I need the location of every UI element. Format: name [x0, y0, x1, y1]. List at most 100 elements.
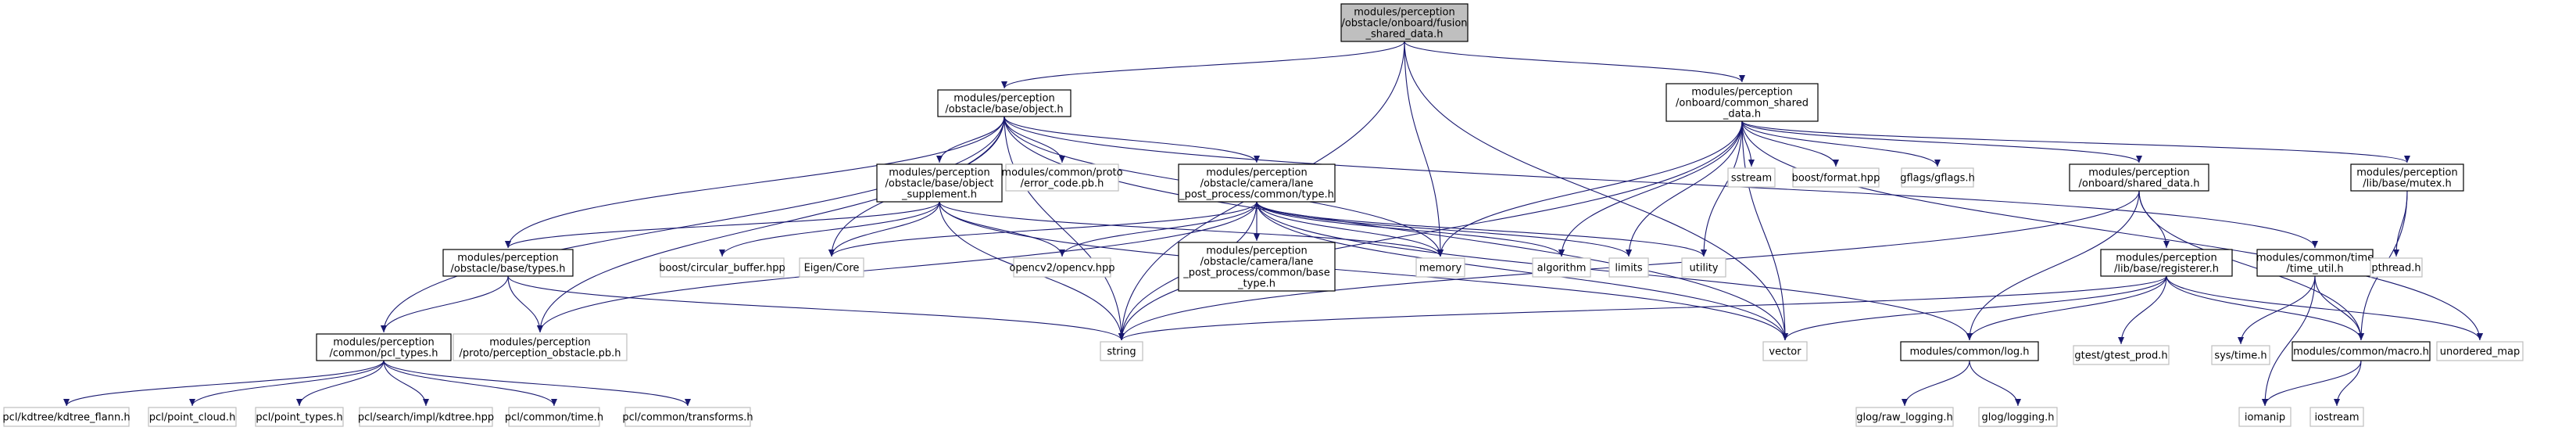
node-box [1792, 167, 1880, 188]
edge-log-to-raw-logging [1902, 360, 1970, 407]
node-box [1978, 407, 2058, 427]
node-error-code: modules/common/proto/error_code.pb.h [1001, 163, 1123, 192]
node-label: _post_process/common/base [1182, 267, 1329, 279]
node-search-kdtree: pcl/search/impl/kdtree.hpp [358, 407, 494, 427]
edge-pcl-types-to-pcl-time [383, 360, 557, 407]
node-object-supplement[interactable]: modules/perception/obstacle/base/object_… [876, 163, 1003, 203]
edge-common-shared-data-to-gflags [1741, 120, 1941, 167]
edge-time-util-to-sys-time [2238, 275, 2316, 345]
edge-common-shared-data-to-vector [1741, 120, 1788, 341]
node-label: modules/perception [1206, 246, 1307, 257]
edge-root-to-vector [1404, 41, 1788, 341]
node-registerer[interactable]: modules/perception/lib/base/registerer.h [2100, 249, 2233, 277]
node-mutex[interactable]: modules/perception/lib/base/mutex.h [2350, 163, 2464, 192]
node-eigen: Eigen/Core [799, 257, 864, 278]
node-label: /obstacle/base/object [886, 178, 994, 190]
node-label: /proto/perception_obstacle.pb.h [460, 348, 621, 360]
node-label: modules/common/time [2256, 253, 2374, 264]
node-label: sys/time.h [2214, 350, 2267, 362]
edge-lane-type-to-perception-obstacle-pb [537, 201, 1258, 333]
node-raw-logging: glog/raw_logging.h [1855, 407, 1954, 427]
node-lane-base-type[interactable]: modules/perception/obstacle/camera/lane_… [1178, 242, 1336, 292]
node-label: boost/format.hpp [1792, 173, 1880, 185]
node-label: algorithm [1537, 263, 1587, 275]
node-label: opencv2/opencv.hpp [1009, 263, 1114, 275]
node-box [624, 407, 751, 427]
node-pcl-types[interactable]: modules/perception/common/pcl_types.h [316, 333, 452, 361]
edge-object-supplement-to-base-types [505, 201, 940, 249]
node-label: modules/perception [489, 337, 590, 349]
edge-lane-type-to-eigen [828, 201, 1258, 257]
edge-base-types-to-perception-obstacle-pb [507, 275, 543, 333]
edge-common-shared-data-to-memory [1437, 120, 1743, 257]
edge-object-supplement-to-memory [939, 201, 1444, 257]
node-unordered-map: unordered_map [2436, 341, 2524, 361]
node-time-util[interactable]: modules/common/time/time_util.h [2256, 249, 2374, 277]
node-label: gflags/gflags.h [1900, 173, 1975, 185]
edge-lane-type-to-memory [1256, 201, 1444, 257]
node-base-types[interactable]: modules/perception/obstacle/base/types.h [442, 249, 574, 277]
edge-object-supplement-to-vector [939, 201, 1788, 341]
node-box [1340, 3, 1469, 42]
node-point-cloud: pcl/point_cloud.h [148, 407, 237, 427]
node-label: pcl/common/time.h [505, 412, 603, 424]
node-box [799, 257, 864, 278]
node-box [2073, 345, 2170, 365]
node-label: _supplement.h [901, 189, 977, 201]
edge-pcl-types-to-pcl-transforms [383, 360, 691, 407]
node-box [2256, 249, 2374, 277]
node-box [1013, 257, 1111, 278]
node-label: /onboard/shared_data.h [2079, 178, 2200, 190]
node-label: glog/raw_logging.h [1856, 412, 1952, 424]
node-box [1855, 407, 1954, 427]
node-label: /lib/base/registerer.h [2114, 264, 2219, 275]
node-box [1532, 257, 1591, 278]
node-gtest-prod: gtest/gtest_prod.h [2073, 345, 2170, 365]
node-box [2069, 163, 2209, 192]
node-box [1415, 257, 1465, 278]
edge-lane-type-to-utility [1256, 201, 1707, 257]
node-label: modules/perception [1206, 167, 1307, 179]
node-sstream: sstream [1727, 167, 1776, 188]
node-label: /obstacle/camera/lane [1200, 178, 1314, 190]
edge-registerer-to-log [1966, 275, 2167, 341]
node-object-h[interactable]: modules/perception/obstacle/base/object.… [937, 89, 1072, 117]
edge-object-h-to-lane-type [1004, 116, 1260, 163]
node-lane-type[interactable]: modules/perception/obstacle/camera/lane_… [1178, 163, 1336, 203]
node-kdtree-flann: pcl/kdtree/kdtree_flann.h [2, 407, 131, 427]
edge-base-types-to-pcl-types [381, 275, 509, 333]
node-box [2238, 407, 2292, 427]
node-label: /obstacle/onboard/fusion [1341, 18, 1467, 30]
node-label: _type.h [1237, 278, 1275, 290]
edge-common-shared-data-to-boost-format [1741, 120, 1839, 167]
node-label: /lib/base/mutex.h [2363, 178, 2451, 190]
edge-pcl-types-to-point-types [296, 360, 385, 407]
node-label: modules/perception [953, 93, 1054, 105]
edge-registerer-to-gtest-prod [2118, 275, 2167, 345]
node-label: modules/perception [889, 167, 989, 179]
node-box [442, 249, 574, 277]
node-onboard-shared-data[interactable]: modules/perception/onboard/shared_data.h [2069, 163, 2209, 192]
node-vector: vector [1762, 341, 1808, 361]
node-box [660, 257, 785, 278]
node-box [1178, 242, 1336, 292]
node-label: pthread.h [2371, 263, 2420, 275]
node-box [2436, 341, 2524, 361]
node-pthread: pthread.h [2370, 257, 2423, 278]
edge-root-to-object-h [1001, 41, 1405, 89]
node-label: /obstacle/base/object.h [945, 104, 1063, 116]
node-label: iostream [2314, 412, 2359, 424]
node-box [2292, 341, 2431, 361]
node-pcl-time: pcl/common/time.h [505, 407, 603, 427]
node-label: modules/perception [2116, 253, 2216, 264]
node-label: modules/perception [333, 337, 434, 349]
node-macro[interactable]: modules/common/macro.h [2292, 341, 2431, 361]
edge-common-shared-data-to-unordered-map [1741, 120, 2483, 341]
node-root[interactable]: modules/perception/obstacle/onboard/fusi… [1340, 3, 1469, 42]
node-utility: utility [1681, 257, 1726, 278]
edge-onboard-shared-data-to-macro [2138, 190, 2364, 341]
node-log[interactable]: modules/common/log.h [1900, 341, 2039, 361]
node-glog-logging: glog/logging.h [1978, 407, 2058, 427]
node-label: _post_process/common/type.h [1179, 189, 1334, 201]
node-common-shared-data[interactable]: modules/perception/onboard/common_shared… [1665, 83, 1819, 122]
